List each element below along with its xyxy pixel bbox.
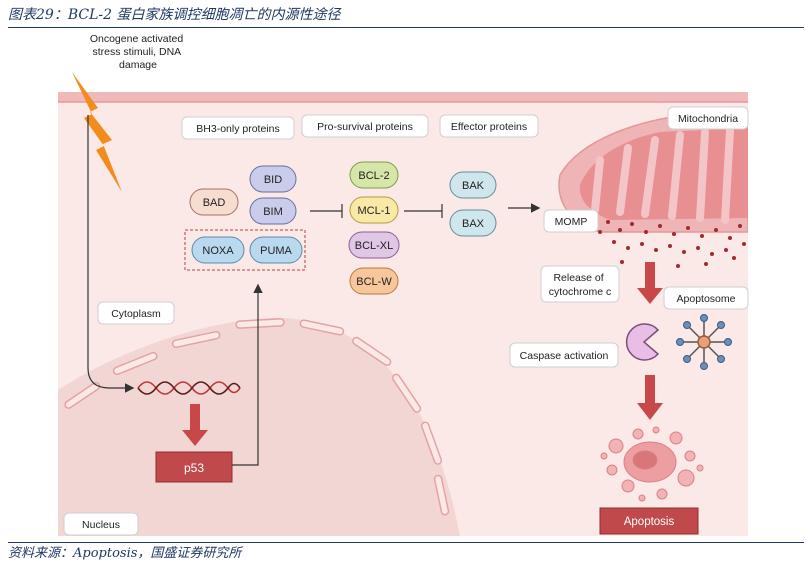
apoptosis-box [599,507,699,535]
plasma-membrane [58,92,748,102]
nuclear-envelope [64,318,450,516]
cytochrome-release-label: Release of cytochrome c [540,265,620,303]
svg-text:NOXA: NOXA [202,245,234,257]
svg-text:BID: BID [264,174,282,186]
svg-text:PUMA: PUMA [260,245,292,257]
caspase-icon [625,323,660,361]
category-bh3-only: BH3-only proteins [181,116,295,140]
caspase-to-apoptosis-arrow [637,375,663,420]
figure-caption-bar: 图表29：BCL-2 蛋白家族调控细胞凋亡的内源性途径 [8,4,804,28]
svg-text:BCL-XL: BCL-XL [355,240,394,252]
nucleus-label: Nucleus [63,512,139,536]
apoptosome-label: Apoptosome [663,286,749,310]
protein-bclw: BCL-W [349,267,399,295]
protein-puma: PUMA [249,236,303,264]
dna-helix-icon [137,381,241,395]
svg-text:Mitochondria: Mitochondria [678,113,738,125]
dna-to-p53-arrow [182,404,208,446]
noxa-puma-group [184,229,306,271]
p53-box [155,451,233,483]
svg-text:BCL-W: BCL-W [356,276,392,288]
svg-text:BIM: BIM [263,206,283,218]
svg-text:BCL-2: BCL-2 [358,170,389,182]
cytochrome-c-particles [598,220,746,268]
svg-text:MCL-1: MCL-1 [357,205,390,217]
svg-text:Effector proteins: Effector proteins [451,121,527,133]
cytoplasm-label: Cytoplasm [97,301,175,325]
svg-text:Release of cytochrome c: Release of cytochrome c [549,272,611,298]
figure-caption: 图表29：BCL-2 蛋白家族调控细胞凋亡的内源性途径 [8,7,341,23]
svg-text:Cytoplasm: Cytoplasm [111,308,161,320]
mitochondrion [558,111,748,233]
svg-text:Caspase activation: Caspase activation [520,350,609,362]
figure-source-bar: 资料来源：Apoptosis，国盛证券研究所 [8,542,804,566]
pro-survival-inhibits-effector [404,204,443,218]
apoptotic-cell-icon [600,426,704,502]
protein-bclxl: BCL-XL [348,231,400,259]
apoptosis-label: Apoptosis [624,516,675,528]
svg-text:Pro-survival proteins: Pro-survival proteins [317,121,413,133]
mito-to-caspase-arrow [637,262,663,304]
mitochondria-label: Mitochondria [667,106,749,130]
protein-bid: BID [249,165,297,193]
svg-text:BAD: BAD [203,197,226,209]
protein-bak: BAK [449,171,497,199]
svg-text:BAX: BAX [462,218,485,230]
protein-bax: BAX [449,209,497,237]
protein-bad: BAD [189,188,239,216]
svg-text:MOMP: MOMP [555,216,588,228]
momp-label: MOMP [543,209,599,233]
protein-bim: BIM [249,197,297,225]
caspase-activation-label: Caspase activation [509,342,619,368]
figure-source: 资料来源：Apoptosis，国盛证券研究所 [8,546,242,561]
svg-text:Nucleus: Nucleus [82,519,120,531]
stimulus-label: Oncogene activated stress stimuli, DNA d… [90,33,186,71]
svg-text:BAK: BAK [462,180,485,192]
lightning-bolt-icon [72,72,122,192]
stimulus-to-dna-arrow [87,115,135,393]
category-pro-survival: Pro-survival proteins [301,114,429,138]
protein-noxa: NOXA [191,236,245,264]
svg-text:BH3-only proteins: BH3-only proteins [196,123,279,135]
category-effector: Effector proteins [439,114,539,138]
bh3-inhibits-pro-survival [310,204,343,218]
p53-to-bh3-arrow [232,283,263,466]
p53-label: p53 [184,461,204,475]
protein-mcl1: MCL-1 [349,196,399,224]
svg-text:Apoptosome: Apoptosome [677,293,736,305]
protein-bcl2: BCL-2 [349,161,399,189]
apoptosome-icon [676,314,732,370]
